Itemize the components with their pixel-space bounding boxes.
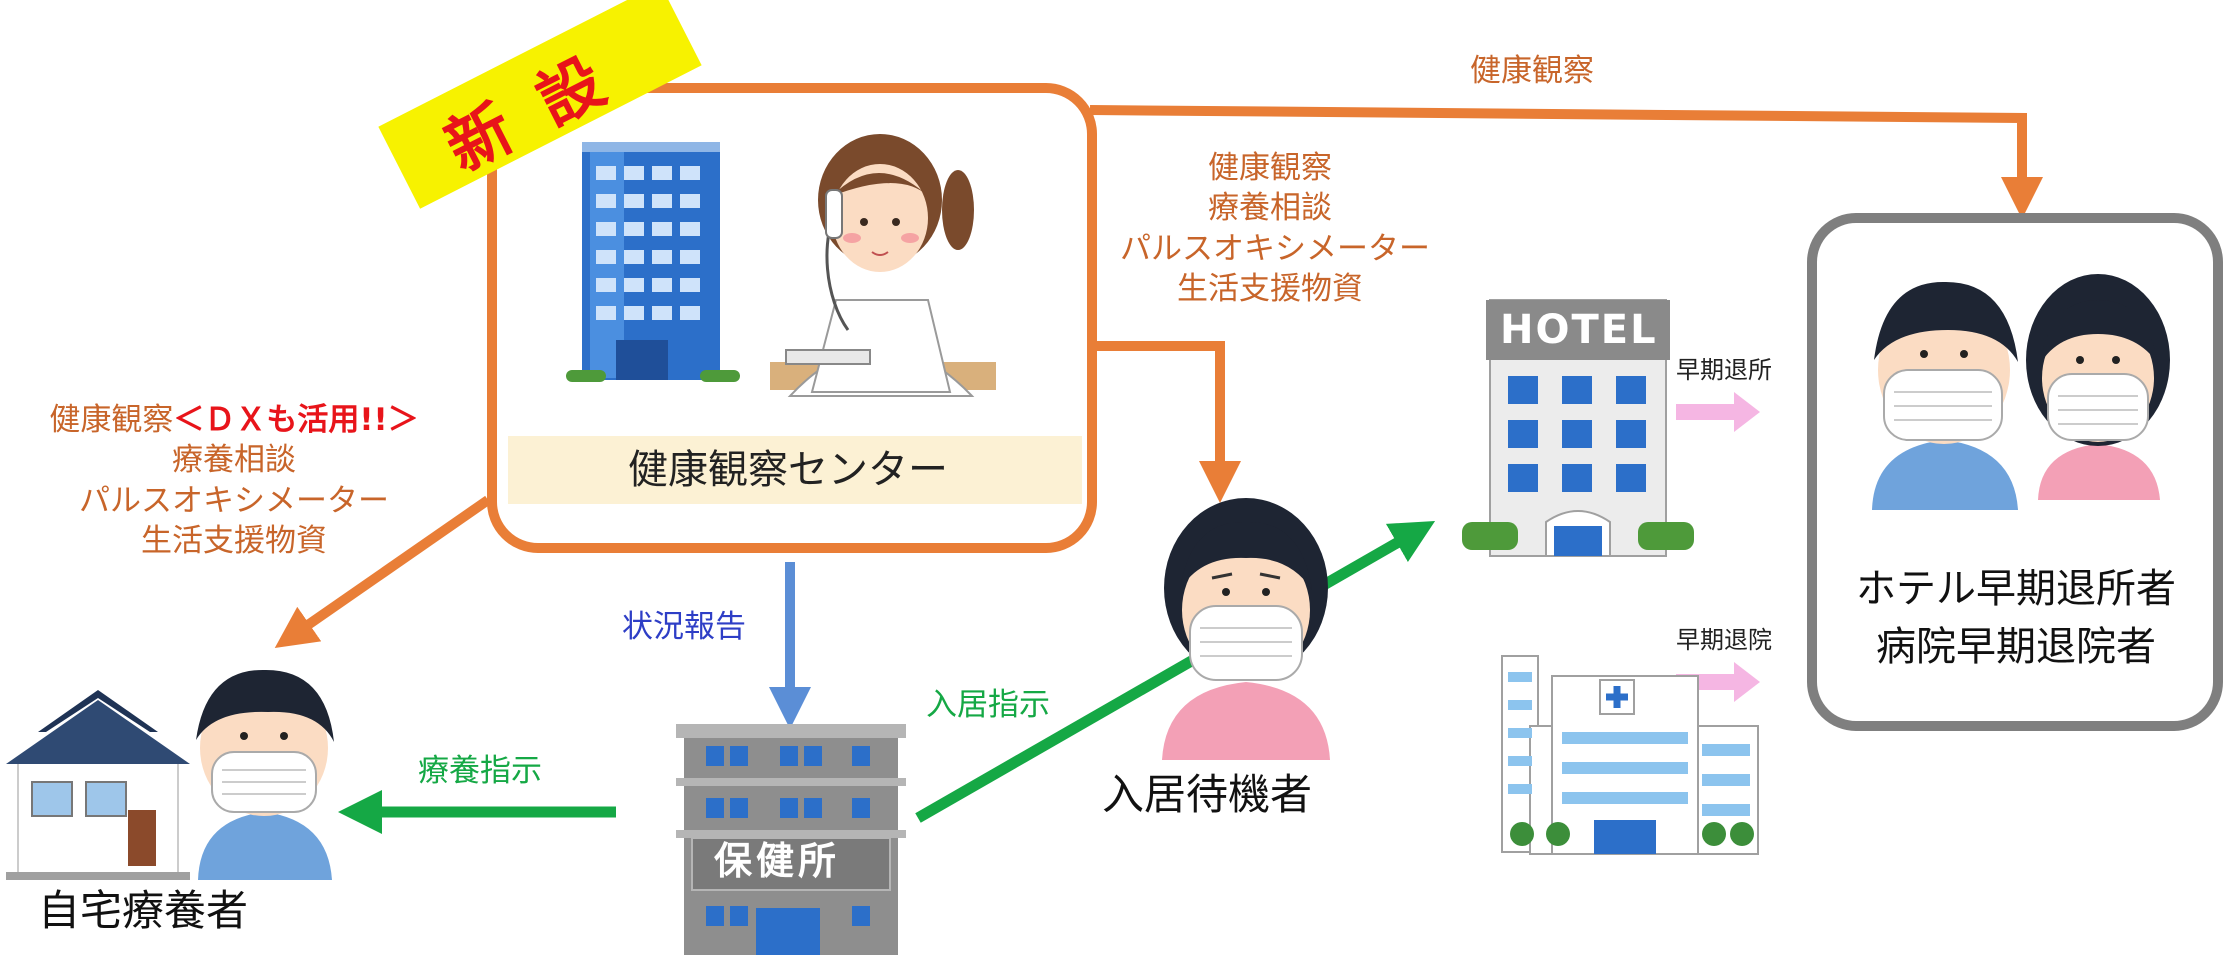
center-label-bg: [508, 436, 1082, 504]
right-service-consultation: 療養相談: [1208, 190, 1332, 227]
hospital-icon: [1501, 655, 1759, 855]
hotel-early-exit-people: ホテル早期退所者: [1856, 566, 2176, 612]
house-icon: [6, 690, 190, 880]
office-building-icon: [566, 142, 740, 382]
left-services-list: 健康観察＜ＤＸも活用!!＞ 療養相談 パルスオキシメーター 生活支援物資: [14, 400, 454, 561]
waiting-patient-figure: [1162, 498, 1330, 760]
arrow-hotel-exit: [1676, 392, 1760, 432]
early-discharge-labels: ホテル早期退所者 病院早期退院者: [1822, 560, 2210, 676]
new-badge: [378, 0, 702, 209]
right-service-living-supplies: 生活支援物資: [1177, 270, 1363, 307]
left-service-health-observation: 健康観察: [49, 402, 174, 438]
center-name: 健康観察センター: [628, 447, 948, 493]
top-arrow-label: 健康観察: [1470, 53, 1594, 89]
early-discharge-man-figure: [1872, 281, 2018, 510]
arrow-center-to-home: [274, 495, 491, 648]
right-service-health-observation: 健康観察: [1208, 150, 1332, 186]
arrow-center-to-early-box: [1089, 105, 2043, 219]
hotel-exit-label: 早期退所: [1676, 356, 1772, 384]
health-center-sign: 保健所: [714, 839, 841, 883]
treatment-instruction-label: 療養指示: [418, 753, 542, 789]
home-patient-label: 自宅療養者: [38, 886, 249, 935]
right-service-pulse-oximeter: パルスオキシメーター: [1120, 230, 1430, 267]
left-service-pulse-oximeter: パルスオキシメーター: [79, 482, 389, 519]
hospital-exit-label: 早期退院: [1676, 626, 1772, 654]
hospital-early-discharge-people: 病院早期退院者: [1876, 624, 2156, 670]
left-service-consultation: 療養相談: [172, 442, 296, 479]
left-service-living-supplies: 生活支援物資: [141, 522, 327, 559]
health-center-building-icon: [676, 724, 906, 955]
left-service-line1: 健康観察＜ＤＸも活用!!＞: [14, 400, 454, 440]
arrow-center-to-waiting: [1097, 341, 1241, 503]
admission-instruction-label: 入居指示: [926, 687, 1050, 723]
early-discharge-woman-figure: [2026, 274, 2170, 500]
nurse-on-phone-icon: [770, 134, 996, 397]
status-report-label: 状況報告: [622, 609, 746, 645]
left-service-dx-note: ＜ＤＸも活用!!＞: [173, 402, 419, 438]
hotel-icon: [1462, 299, 1694, 557]
waiting-patient-label: 入居待機者: [1102, 770, 1313, 819]
home-patient-figure: [196, 669, 334, 880]
hotel-sign: HOTEL: [1500, 307, 1658, 353]
right-services-list: 健康観察 療養相談 パルスオキシメーター 生活支援物資: [1120, 148, 1430, 309]
arrow-admission-instruction: [915, 521, 1436, 823]
